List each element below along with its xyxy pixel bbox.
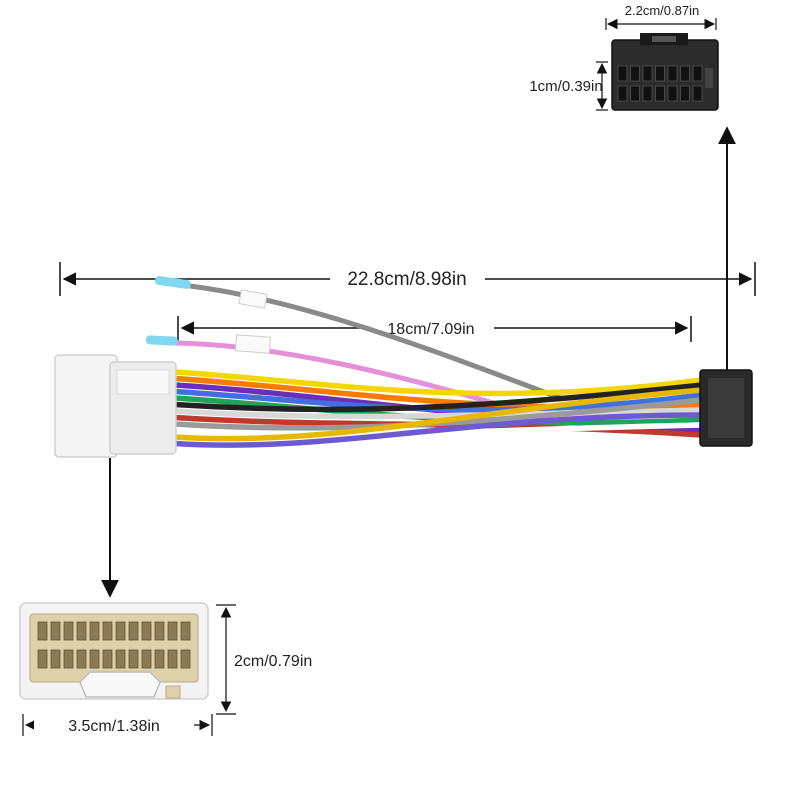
gray-wire-tip [154, 276, 191, 289]
harness-wire [174, 382, 703, 413]
small-connector-height-label: 1cm/0.39in [529, 78, 602, 95]
connector-pin [642, 85, 653, 102]
small-connector-width-label: 2.2cm/0.87in [625, 3, 699, 18]
connector-pin [128, 621, 139, 641]
connector-pin [692, 85, 703, 102]
large-connector-detail [19, 602, 209, 700]
gray-wire [189, 283, 561, 401]
connector-pin [63, 621, 74, 641]
inner-length-label: 18cm/7.09in [387, 321, 474, 338]
connector-pin [167, 621, 178, 641]
connector-pin [89, 649, 100, 669]
connector-pin [655, 65, 665, 82]
connector-pin [617, 65, 628, 82]
connector-pin [680, 85, 690, 102]
large-connector-height-dimension: 2cm/0.79in [216, 604, 312, 715]
connector-pin [667, 65, 678, 82]
connector-pin [141, 621, 152, 641]
connector-pin [102, 649, 113, 669]
connector-pin [655, 85, 665, 102]
harness-wire [174, 412, 703, 448]
connector-pin [50, 621, 61, 641]
connector-pin [180, 649, 191, 669]
connector-pin [667, 85, 678, 102]
pink-wire-tip [145, 335, 178, 346]
connector-pin [76, 649, 87, 669]
total-length-label: 22.8cm/8.98in [347, 269, 466, 290]
connector-pin [630, 85, 640, 102]
connector-pin [617, 85, 628, 102]
small-black-connector [699, 369, 753, 447]
connector-pin [37, 621, 48, 641]
large-connector-height-label: 2cm/0.79in [234, 653, 312, 670]
connector-pin [102, 621, 113, 641]
connector-pin [154, 621, 165, 641]
small-connector-height-dimension: 1cm/0.39in [529, 61, 608, 111]
connector-pin [167, 649, 178, 669]
large-white-connector [54, 354, 177, 458]
wire-harness [54, 276, 753, 458]
connector-pin [180, 621, 191, 641]
connector-pin [89, 621, 100, 641]
connector-pin [76, 621, 87, 641]
connector-pin [115, 649, 126, 669]
harness-wire [174, 387, 703, 442]
connector-pin [692, 65, 703, 82]
connector-pin [141, 649, 152, 669]
connector-pin [642, 65, 653, 82]
connector-pin [37, 649, 48, 669]
connector-pin [128, 649, 139, 669]
small-connector-detail [611, 33, 719, 111]
large-connector-width-dimension: 3.5cm/1.38in [22, 714, 213, 736]
connector-pin [50, 649, 61, 669]
connector-pin [63, 649, 74, 669]
harness-wire [174, 369, 703, 397]
connector-pin [115, 621, 126, 641]
connector-pin [154, 649, 165, 669]
inner-length-dimension: 18cm/7.09in [177, 316, 692, 342]
connector-pin [680, 65, 690, 82]
connector-pin [630, 65, 640, 82]
large-connector-width-label: 3.5cm/1.38in [68, 718, 160, 735]
small-connector-width-dimension: 2.2cm/0.87in [605, 3, 717, 30]
